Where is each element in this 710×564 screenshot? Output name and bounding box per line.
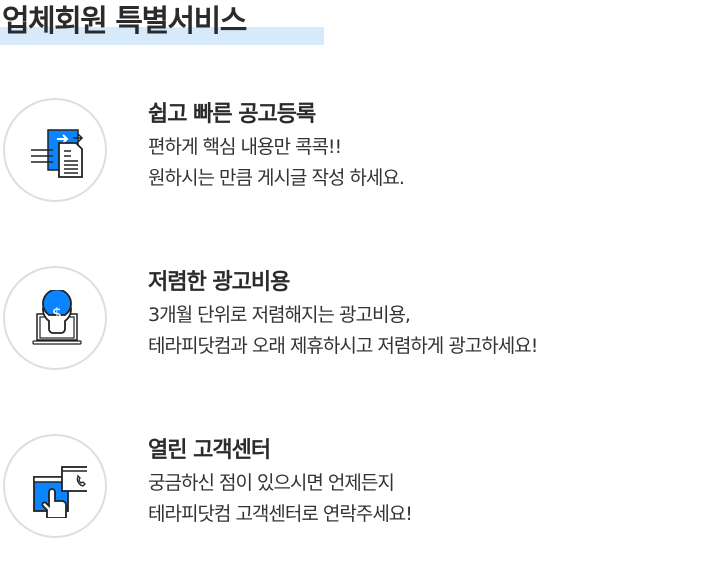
svg-text:$: $ xyxy=(52,304,62,323)
feature-heading: 쉽고 빠른 공고등록 xyxy=(148,102,316,127)
feature-description: 3개월 단위로 저렴해지는 광고비용, 테라피닷컴과 오래 제휴하시고 저렴하게… xyxy=(148,300,538,362)
feature-icon-circle: $ xyxy=(3,266,107,370)
description-line: 테라피닷컴과 오래 제휴하시고 저렴하게 광고하세요! xyxy=(148,335,538,357)
feature-icon-circle xyxy=(3,98,107,202)
document-transfer-icon xyxy=(31,129,84,178)
feature-heading: 열린 고객센터 xyxy=(148,438,271,463)
feature-customer-center: 열린 고객센터 궁금하신 점이 있으시면 언제든지 테라피닷컴 고객센터로 연락… xyxy=(0,434,710,564)
feature-description: 궁금하신 점이 있으시면 언제든지 테라피닷컴 고객센터로 연락주세요! xyxy=(148,468,413,530)
feature-low-cost: $ 저렴한 광고비용 3개월 단위로 저렴해지는 광고비용, 테라피닷컴과 오래… xyxy=(0,266,710,396)
feature-easy-posting: 쉽고 빠른 공고등록 편하게 핵심 내용만 콕콕!! 원하시는 만큼 게시글 작… xyxy=(0,98,710,228)
description-line: 테라피닷컴 고객센터로 연락주세요! xyxy=(148,503,413,525)
touch-phone-support-icon xyxy=(33,466,87,518)
description-line: 3개월 단위로 저렴해지는 광고비용, xyxy=(148,304,411,326)
description-line: 편하게 핵심 내용만 콕콕!! xyxy=(148,136,342,158)
description-line: 궁금하신 점이 있으시면 언제든지 xyxy=(148,472,395,494)
title-highlight xyxy=(0,27,324,45)
feature-description: 편하게 핵심 내용만 콕콕!! 원하시는 만큼 게시글 작성 하세요. xyxy=(148,132,405,194)
dollar-lightbulb-laptop-icon: $ xyxy=(32,290,82,345)
description-line: 원하시는 만큼 게시글 작성 하세요. xyxy=(148,167,405,189)
feature-heading: 저렴한 광고비용 xyxy=(148,270,290,295)
page-title: 업체회원 특별서비스 xyxy=(2,4,247,39)
feature-icon-circle xyxy=(3,434,107,538)
